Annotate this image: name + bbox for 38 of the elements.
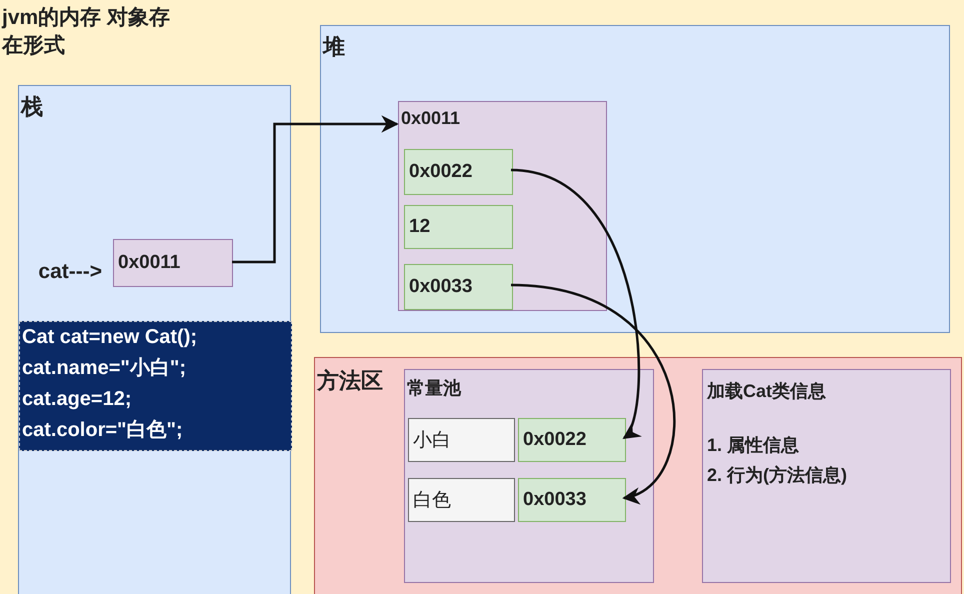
panel-heading: 堆 xyxy=(323,33,345,61)
cell-text: 白色 xyxy=(413,489,451,513)
arrow xyxy=(232,115,399,264)
cell-text: 小白 xyxy=(413,429,451,453)
list-item: 1. 属性信息 xyxy=(707,434,800,457)
panel-heading: 0x0011 xyxy=(401,108,460,129)
cell-text: 0x0033 xyxy=(409,276,472,298)
method-area-panel xyxy=(314,357,962,594)
string-cell xyxy=(408,478,515,522)
cell-text: 0x0022 xyxy=(409,161,472,183)
cell-text: 0x0011 xyxy=(118,252,180,274)
value-cell xyxy=(518,418,626,462)
string-cell xyxy=(408,418,515,462)
memory-block xyxy=(398,101,607,311)
list-item: 2. 行为(方法信息) xyxy=(707,464,848,487)
stack-panel xyxy=(18,85,291,594)
cell-text: 0x0022 xyxy=(523,429,586,451)
code-line: cat.age=12; xyxy=(22,387,132,412)
value-cell xyxy=(404,149,513,195)
code-line: Cat cat=new Cat(); xyxy=(22,325,198,350)
value-cell xyxy=(518,478,626,522)
panel-heading: 栈 xyxy=(21,93,43,121)
memory-block xyxy=(404,369,654,583)
value-cell xyxy=(404,264,513,310)
code-line: cat.name="小白"; xyxy=(22,356,186,381)
diagram-title: jvm的内存 对象存在形式 xyxy=(2,5,172,59)
code-line: cat.color="白色"; xyxy=(22,418,183,443)
heap-panel xyxy=(320,25,950,333)
class-info-block xyxy=(702,369,951,583)
block-heading: 加载Cat类信息 xyxy=(707,380,826,403)
panel-heading: 常量池 xyxy=(407,377,461,400)
cell-text: 12 xyxy=(409,216,430,238)
code-block xyxy=(19,321,292,451)
arrow xyxy=(510,168,640,440)
value-cell xyxy=(404,205,513,249)
cell-text: 0x0033 xyxy=(523,489,586,511)
variable-label: cat---> xyxy=(38,260,102,284)
panel-heading: 方法区 xyxy=(317,367,383,395)
